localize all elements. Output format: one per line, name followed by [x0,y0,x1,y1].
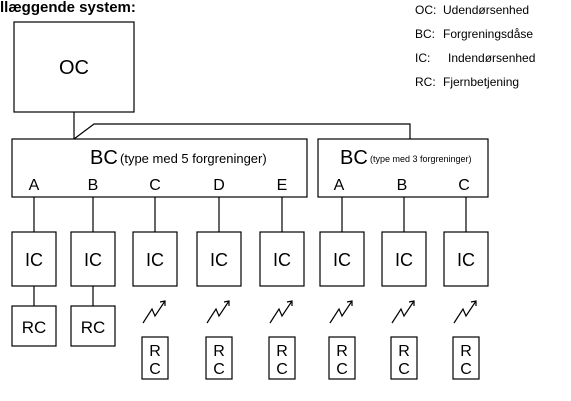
remote-label-bottom-3: C [149,361,161,378]
bc2-subtitle: (type med 3 forgreninger) [370,154,472,164]
remote-label-top-7: R [398,343,410,360]
indoor-unit-box-7 [381,231,427,287]
bc2-port-b: B [397,177,408,194]
remote-box-5 [268,336,296,380]
remote-label-top-3: R [149,343,161,360]
indoor-unit-label-5: IC [273,250,291,270]
indoor-unit-label-4: IC [210,250,228,270]
bc-unit-3-branch [317,138,489,198]
indoor-unit-label-7: IC [395,250,413,270]
remote-label-2: RC [81,318,106,337]
wireless-arrow-icon-7 [408,300,415,306]
wireless-arrow-icon-6 [346,300,353,306]
legend-key-bc: BC: [415,27,435,41]
bc1-port-a: A [29,177,40,194]
remote-label-bottom-4: C [213,361,225,378]
legend-key-oc: OC: [415,3,436,17]
bc2-port-c: C [458,177,470,194]
legend-key-rc: RC: [415,75,436,89]
bc2-port-a: A [334,177,345,194]
wireless-link-icon-5 [269,300,293,324]
wireless-link-icon-7 [391,300,415,324]
indoor-unit-box-6 [319,231,365,287]
outdoor-unit-label: OC [59,57,89,79]
remote-label-bottom-6: C [336,361,348,378]
bc1-subtitle: (type med 5 forgreninger) [120,151,267,166]
wireless-link-icon-4 [206,300,230,324]
wireless-arrow-icon-8 [470,300,477,306]
bc1-label: BC [90,147,118,169]
wireless-arrow-icon-5 [286,300,293,306]
bc2-label: BC [340,147,368,169]
diagram-title: llæggende system: [0,0,136,16]
remote-box-7 [390,336,418,380]
remote-box-1 [11,305,57,347]
legend: OC: Udendørsenhed BC: Forgreningsdåse IC… [415,3,535,89]
remote-label-bottom-7: C [398,361,410,378]
indoor-unit-label-2: IC [84,250,102,270]
legend-key-ic: IC: [415,51,430,65]
legend-text-rc: Fjernbetjening [443,75,519,89]
bc1-port-d: D [213,177,225,194]
indoor-unit-box-4 [196,231,242,287]
remote-label-top-6: R [336,343,348,360]
bc1-port-c: C [149,177,161,194]
remote-label-bottom-5: C [276,361,288,378]
legend-text-ic: Indendørsenhed [448,51,535,65]
indoor-unit-label-3: IC [146,250,164,270]
wireless-link-icon-6 [329,300,353,324]
indoor-unit-box-3 [132,231,178,287]
refrigerant-pipe [73,112,411,140]
wireless-link-icon-8 [453,300,477,324]
remote-label-top-4: R [213,343,225,360]
wireless-link-icon-3 [142,300,166,324]
remote-label-bottom-8: C [460,361,472,378]
legend-text-oc: Udendørsenhed [443,3,529,17]
indoor-unit-label-8: IC [457,250,475,270]
legend-text-bc: Forgreningsdåse [443,27,533,41]
wireless-arrow-icon-3 [159,300,166,306]
remote-label-1: RC [22,318,47,337]
remote-box-2 [70,305,116,347]
remote-box-8 [452,336,480,380]
wireless-arrow-icon-4 [223,300,230,306]
bc-unit-5-branch [11,138,308,198]
remote-box-6 [328,336,356,380]
remote-label-top-5: R [276,343,288,360]
indoor-unit-label-1: IC [25,250,43,270]
bc1-port-b: B [88,177,99,194]
bc1-port-e: E [277,177,288,194]
indoor-unit-box-8 [443,231,489,287]
indoor-unit-box-5 [259,231,305,287]
indoor-unit-label-6: IC [333,250,351,270]
remote-box-3 [141,336,169,380]
remote-label-top-8: R [460,343,472,360]
remote-box-4 [205,336,233,380]
